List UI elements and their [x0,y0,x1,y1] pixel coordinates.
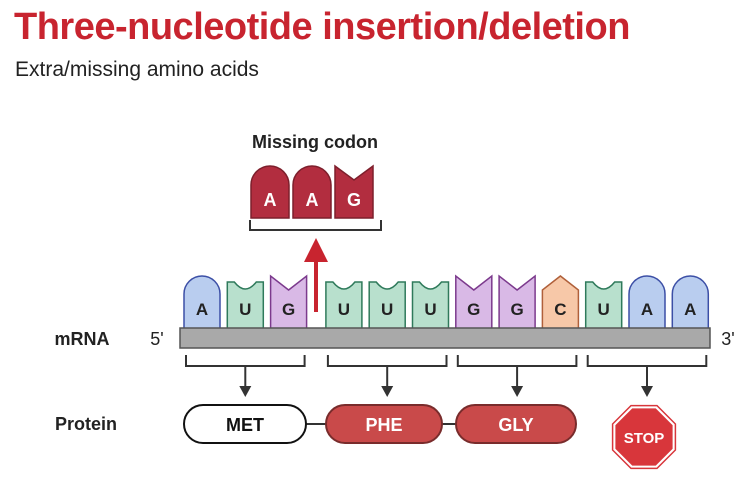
missing-codon-bracket [249,220,382,231]
nucleotide-a: A [671,275,710,331]
missing-codon-label: Missing codon [252,132,378,152]
codon-bracket [586,355,708,397]
amino-acid-label: PHE [365,415,402,435]
amino-acid-gly: GLY [455,404,577,444]
nucleotide-letter: G [510,300,523,319]
nucleotide-letter: G [282,300,295,319]
missing-nucleotide-letter: G [347,190,361,210]
nucleotide-g: G [455,274,493,331]
nucleotide-letter: U [424,300,436,319]
missing-nucleotide-a: A [292,165,332,219]
stop-label: STOP [624,430,665,447]
protein-chain: Protein MET PHE GLY STOP [55,404,677,470]
nucleotide-letter: U [239,300,251,319]
nucleotide-letter: U [598,300,610,319]
stop-sign-icon: STOP [611,404,677,470]
excision-arrow [304,238,328,312]
nucleotide-g: G [498,274,536,331]
nucleotide-g: G [269,274,308,331]
amino-acid-phe: PHE [325,404,443,444]
nucleotide-a: A [628,275,666,331]
mrna-label: mRNA [54,329,109,349]
five-prime-label: 5' [150,329,163,349]
amino-acid-label: MET [226,415,264,435]
codon-brackets [185,355,708,397]
nucleotide-letter: G [467,300,480,319]
missing-nucleotide-a: A [250,165,290,219]
nucleotide-letter: A [641,300,653,319]
nucleotide-u: U [584,281,623,331]
nucleotide-letter: A [196,300,208,319]
missing-codon-group: Missing codon A A G [249,132,382,312]
nucleotide-letter: C [554,300,566,319]
page-subtitle: Extra/missing amino acids [15,58,259,81]
nucleotide-letter: U [381,300,393,319]
amino-acid-met: MET [183,404,307,444]
nucleotide-c: C [541,275,580,331]
codon-bracket [326,355,448,397]
mrna-backbone [179,327,711,349]
codon-bracket [185,355,306,397]
nucleotide-a: A [183,275,221,331]
mrna-strand: mRNA 5' 3' A U G U U U G G C U A A [54,274,735,349]
page-title: Three-nucleotide insertion/deletion [14,6,630,48]
nucleotide-u: U [368,281,406,331]
nucleotide-letter: A [684,300,696,319]
nucleotide-letter: U [338,300,350,319]
three-prime-label: 3' [721,329,734,349]
missing-nucleotide-letter: A [264,190,277,210]
codon-bracket [456,355,578,397]
nucleotide-u: U [226,281,265,331]
nucleotide-u: U [325,281,363,331]
amino-acid-label: GLY [498,415,533,435]
amino-acid-list: MET PHE GLY [183,404,577,444]
protein-label: Protein [55,414,117,434]
missing-nucleotide-letter: A [306,190,319,210]
missing-nucleotide-g: G [334,164,374,219]
nucleotide-u: U [411,281,450,331]
